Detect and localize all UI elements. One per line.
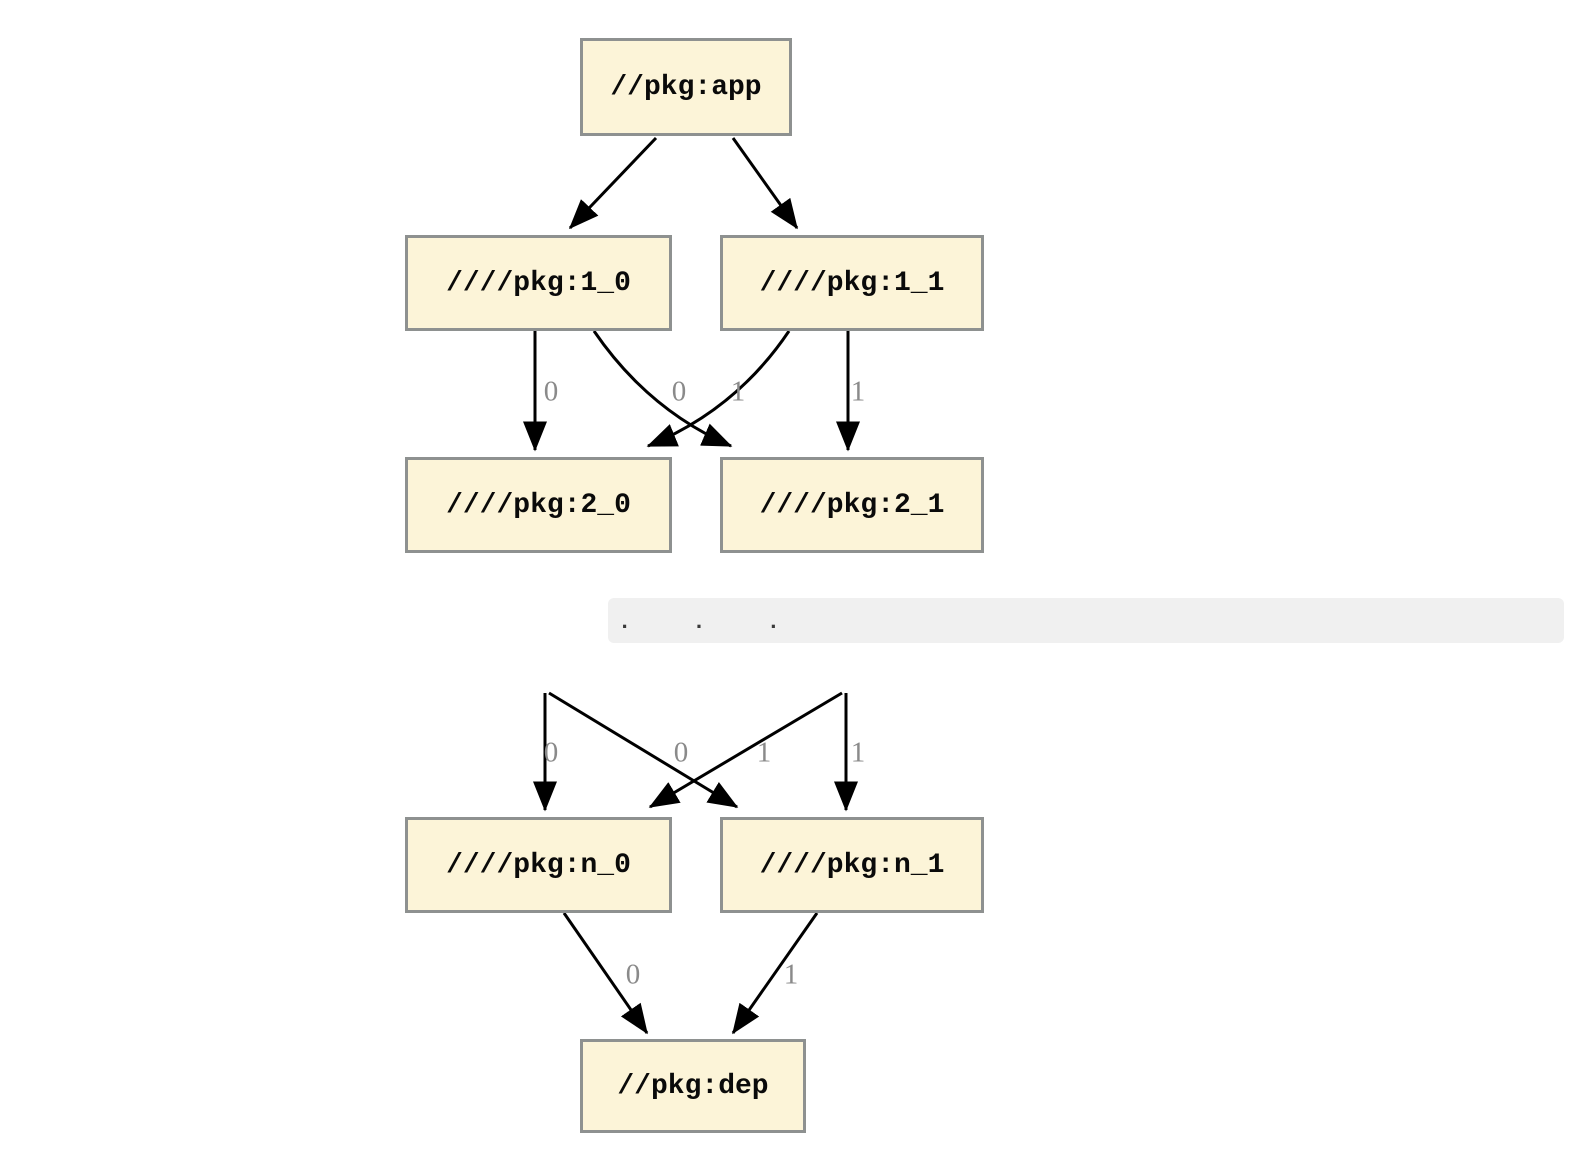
node-pkg-2_1: ////pkg:2_1 xyxy=(720,457,984,553)
edge-hidden-to-n_1-cross xyxy=(548,691,739,809)
node-pkg-n_0-label: ////pkg:n_0 xyxy=(446,849,631,881)
node-pkg-n_1: ////pkg:n_1 xyxy=(720,817,984,913)
node-pkg-n_0: ////pkg:n_0 xyxy=(405,817,672,913)
edge-n_1-to-dep xyxy=(731,912,819,1035)
node-pkg-1_0: ////pkg:1_0 xyxy=(405,235,672,331)
edge-label-1_1-to-2_1: 1 xyxy=(850,375,866,408)
edge-label-1_0-to-2_0: 0 xyxy=(543,375,559,408)
node-pkg-2_1-label: ////pkg:2_1 xyxy=(759,489,945,521)
edge-label-hidden-to-n_0-cross: 0 xyxy=(673,736,689,769)
node-pkg-n_1-label: ////pkg:n_1 xyxy=(759,849,945,881)
node-pkg-2_0: ////pkg:2_0 xyxy=(405,457,672,553)
edge-label-hidden-to-n_1-cross: 1 xyxy=(756,736,772,769)
edge-label-1_1-to-2_0: 0 xyxy=(671,375,687,408)
edge-label-n_0-to-dep: 0 xyxy=(625,958,641,991)
edge-label-hidden-to-n_1: 1 xyxy=(850,736,866,769)
node-pkg-app: //pkg:app xyxy=(580,38,792,136)
ellipsis-dots: . . . xyxy=(618,610,805,635)
ellipsis-bar: . . . xyxy=(608,598,1564,643)
node-pkg-1_0-label: ////pkg:1_0 xyxy=(446,267,631,299)
node-pkg-dep: //pkg:dep xyxy=(580,1039,806,1133)
edge-app-to-1_0 xyxy=(568,136,658,230)
edge-label-n_1-to-dep: 1 xyxy=(783,958,799,991)
edge-1_1-to-2_0 xyxy=(646,330,791,448)
node-pkg-1_1-label: ////pkg:1_1 xyxy=(759,267,945,299)
edge-1_0-to-2_1 xyxy=(592,330,733,448)
node-pkg-dep-label: //pkg:dep xyxy=(617,1070,769,1102)
edge-label-1_0-to-2_1: 1 xyxy=(730,375,746,408)
edge-n_0-to-dep xyxy=(562,912,649,1035)
node-pkg-app-label: //pkg:app xyxy=(610,71,762,103)
edge-hidden-to-n_0-cross xyxy=(648,691,843,809)
node-pkg-1_1: ////pkg:1_1 xyxy=(720,235,984,331)
edge-app-to-1_1 xyxy=(731,137,799,230)
edge-label-hidden-to-n_0: 0 xyxy=(543,736,559,769)
node-pkg-2_0-label: ////pkg:2_0 xyxy=(446,489,631,521)
